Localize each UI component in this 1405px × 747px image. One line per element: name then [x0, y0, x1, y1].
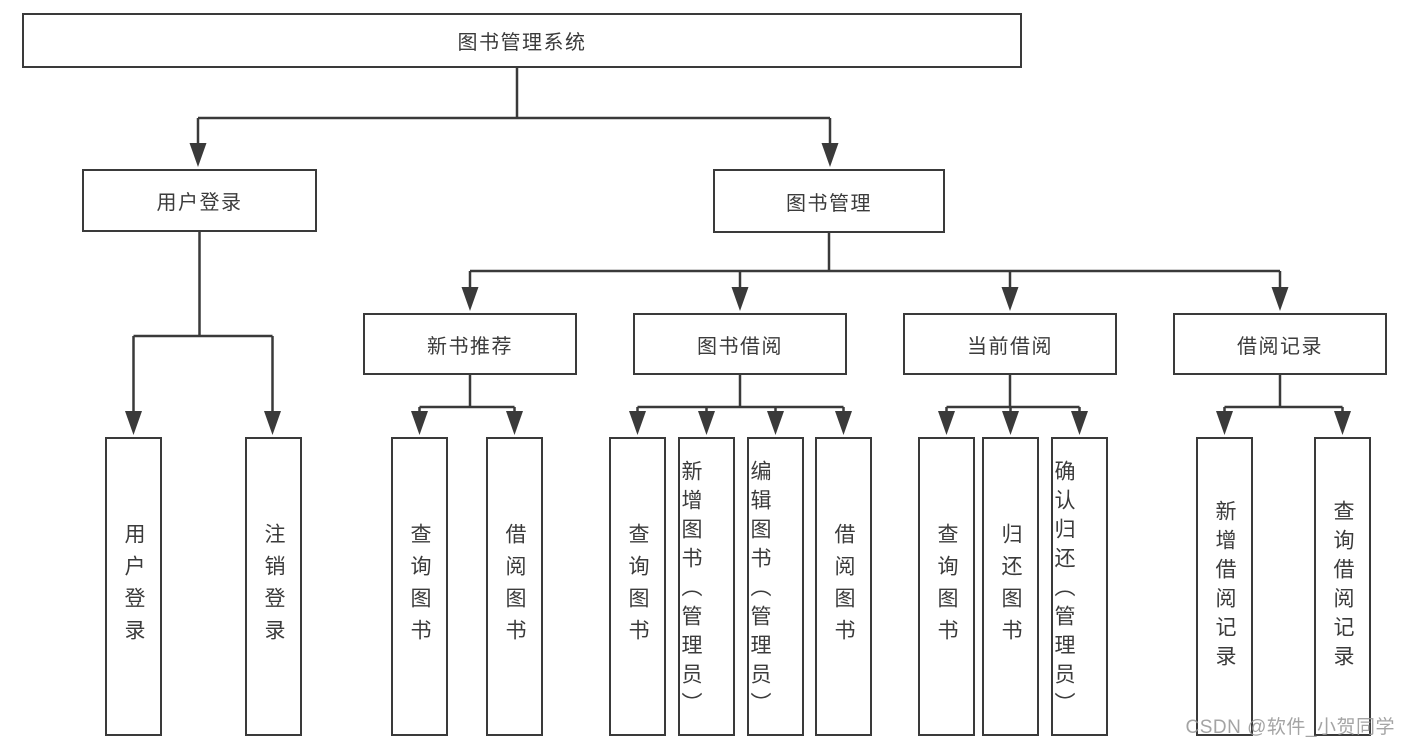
arrowheads	[125, 143, 1351, 435]
arrowhead-icon	[411, 411, 428, 435]
connector-strokes	[132, 68, 1344, 414]
node-borrow-books-rec: 借阅图书	[486, 437, 543, 736]
connector-user-login-to-children	[132, 232, 274, 414]
node-add-books-admin: 新增图书（管理员）	[678, 437, 735, 736]
arrowhead-icon	[264, 411, 281, 435]
node-user-login-action: 用户登录	[105, 437, 162, 736]
arrowhead-icon	[767, 411, 784, 435]
node-query-books-current: 查询图书	[918, 437, 975, 736]
arrowhead-icon	[1071, 411, 1088, 435]
node-label: 新增借阅记录	[1213, 499, 1236, 674]
node-book-borrowing: 图书借阅	[633, 313, 847, 375]
node-label: 图书管理系统	[457, 32, 587, 54]
arrowhead-icon	[506, 411, 523, 435]
arrowhead-icon	[835, 411, 852, 435]
arrowhead-icon	[1001, 287, 1019, 311]
node-new-book-recommendation: 新书推荐	[363, 313, 577, 375]
node-label: 图书借阅	[697, 335, 783, 358]
node-label: 确认归还（管理员）	[1052, 459, 1075, 721]
node-label: 图书管理	[786, 192, 872, 215]
arrowhead-icon	[1002, 411, 1019, 435]
arrowhead-icon	[698, 411, 715, 435]
node-query-books-rec: 查询图书	[391, 437, 448, 736]
node-label: 借阅图书	[503, 522, 526, 651]
node-query-books-borrow: 查询图书	[609, 437, 666, 736]
connector-book-mgmt-to-level3	[468, 233, 1282, 290]
arrowhead-icon	[1271, 287, 1289, 311]
connector-borrow-records-to-children	[1223, 375, 1344, 414]
arrowhead-icon	[461, 287, 479, 311]
csdn-watermark: CSDN @软件_小贺同学	[1185, 717, 1395, 738]
node-current-borrowing: 当前借阅	[903, 313, 1117, 375]
node-query-borrow-record: 查询借阅记录	[1314, 437, 1371, 736]
node-label: 查询图书	[626, 522, 649, 651]
node-label: 注销登录	[262, 522, 285, 651]
node-user-login: 用户登录	[82, 169, 317, 232]
node-label: 借阅图书	[832, 522, 855, 651]
arrowhead-icon	[189, 143, 207, 167]
node-return-books: 归还图书	[982, 437, 1039, 736]
node-book-management: 图书管理	[713, 169, 945, 233]
connector-book-borrow-to-children	[636, 375, 845, 414]
node-label: 编辑图书（管理员）	[748, 459, 771, 721]
arrowhead-icon	[1216, 411, 1233, 435]
node-borrowing-records: 借阅记录	[1173, 313, 1387, 375]
node-label: 当前借阅	[967, 335, 1053, 358]
arrowhead-icon	[1334, 411, 1351, 435]
node-library-management-system: 图书管理系统	[22, 13, 1022, 68]
node-logout: 注销登录	[245, 437, 302, 736]
node-label: 查询借阅记录	[1331, 499, 1354, 674]
arrowhead-icon	[938, 411, 955, 435]
connector-current-borrow-to-children	[945, 375, 1081, 414]
node-label: 查询图书	[408, 522, 431, 651]
node-label: 新增图书（管理员）	[679, 459, 702, 721]
node-borrow-books: 借阅图书	[815, 437, 872, 736]
arrowhead-icon	[821, 143, 839, 167]
node-edit-books-admin: 编辑图书（管理员）	[747, 437, 804, 736]
node-add-borrow-record: 新增借阅记录	[1196, 437, 1253, 736]
node-label: 借阅记录	[1237, 335, 1323, 358]
arrowhead-icon	[125, 411, 142, 435]
arrowhead-icon	[629, 411, 646, 435]
arrowhead-icon	[731, 287, 749, 311]
node-label: 用户登录	[122, 522, 145, 651]
connector-new-book-rec-to-children	[418, 375, 516, 414]
node-label: 查询图书	[935, 522, 958, 651]
node-confirm-return-admin: 确认归还（管理员）	[1051, 437, 1108, 736]
node-label: 新书推荐	[427, 335, 513, 358]
node-label: 归还图书	[999, 522, 1022, 651]
connector-root-to-level2	[196, 68, 832, 146]
node-label: 用户登录	[156, 192, 243, 214]
